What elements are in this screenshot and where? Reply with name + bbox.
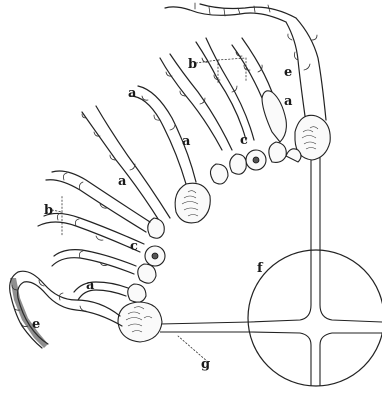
label-a1: a bbox=[128, 86, 137, 101]
label-a4: a bbox=[86, 278, 95, 293]
label-a5: a bbox=[284, 94, 293, 109]
label-a2: a bbox=[182, 134, 191, 149]
label-g: g bbox=[201, 357, 210, 372]
label-e1: e bbox=[284, 65, 292, 80]
label-b1: b bbox=[188, 57, 197, 72]
label-f: f bbox=[257, 261, 264, 276]
label-c2: c bbox=[130, 239, 138, 254]
upper-cell-chain bbox=[82, 3, 330, 223]
label-c1: c bbox=[240, 133, 248, 148]
label-e2: e bbox=[32, 317, 40, 332]
label-a3: a bbox=[118, 174, 127, 189]
label-b2: b bbox=[44, 203, 53, 218]
